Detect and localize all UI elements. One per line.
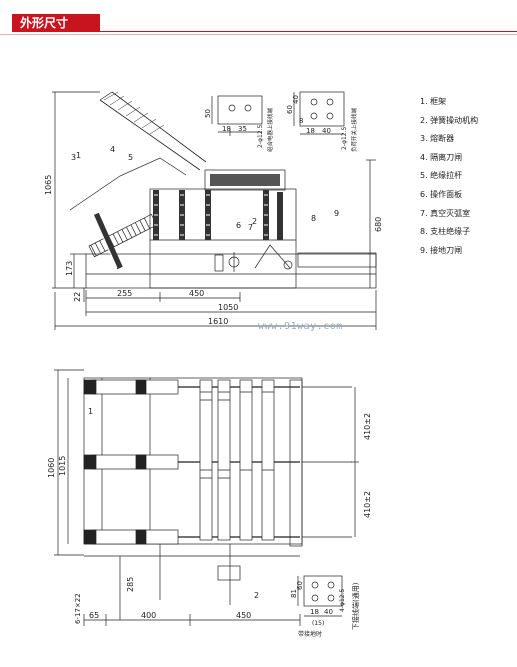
- dim-680: 680: [374, 217, 383, 232]
- dim-450-top: 450: [236, 611, 251, 620]
- spring-mechanism-box: [204, 169, 286, 191]
- top-view: [54, 369, 359, 626]
- term-a-35: 35: [238, 125, 247, 133]
- operation-panel: [149, 188, 297, 289]
- dim-1065: 1065: [44, 175, 53, 195]
- legend-item-insulating-rod: 5. 绝缘拉杆: [420, 171, 463, 181]
- dim-285: 285: [126, 577, 135, 592]
- callout-5: 5: [128, 153, 133, 162]
- top-callout-2: 2: [254, 591, 259, 600]
- callout-7: 7: [248, 223, 253, 232]
- dim-255: 255: [117, 289, 132, 298]
- term-b-note: 负荷开关上接线端: [350, 107, 358, 152]
- callout-4: 4: [110, 145, 115, 154]
- term-b-18: 18: [306, 127, 315, 135]
- base-frame: [85, 253, 377, 289]
- term-c-60: 60: [296, 581, 304, 590]
- dim-450-side: 450: [189, 289, 204, 298]
- term-b-60: 60: [286, 105, 294, 114]
- term-c-40: 40: [324, 608, 333, 616]
- dim-slots: 6-17×22: [74, 593, 82, 624]
- terminal-detail-c: [297, 575, 343, 617]
- term-a-50: 50: [204, 109, 212, 118]
- legend-item-support-insulator: 8. 支柱绝缘子: [420, 227, 471, 237]
- term-b-hole: 2-φ12.5: [341, 127, 348, 150]
- dim-400: 400: [141, 611, 156, 620]
- legend-item-vacuum-interrupter: 7. 真空灭弧室: [420, 208, 471, 218]
- dim-22: 22: [73, 292, 82, 302]
- term-a-note: 组合电器上接线端: [266, 107, 274, 152]
- terminal-detail-b: [293, 91, 345, 135]
- dim-1610: 1610: [208, 317, 228, 326]
- isolating-blade: [99, 91, 207, 171]
- terminal-detail-a: [211, 95, 263, 136]
- term-c-81: 81: [290, 589, 298, 598]
- callout-1: 1: [76, 151, 81, 160]
- term-c-hole: 4-φ12.5: [339, 589, 346, 612]
- term-b-8: 8: [299, 117, 303, 125]
- side-view: [52, 91, 377, 330]
- term-a-18: 18: [222, 125, 231, 133]
- callout-3: 3: [71, 153, 76, 162]
- dim-410-a: 410±2: [363, 413, 372, 440]
- term-b-40: 40: [292, 95, 300, 104]
- top-callout-1: 1: [88, 407, 93, 416]
- callout-6: 6: [236, 221, 241, 230]
- earthing-switch-box: [297, 252, 377, 268]
- legend-item-isolating-switch: 4. 隔离刀闸: [420, 152, 463, 162]
- section-header: 外形尺寸: [0, 0, 517, 35]
- dim-65: 65: [89, 611, 99, 620]
- legend-item-spring-mechanism: 2. 弹簧操动机构: [420, 115, 479, 125]
- legend-item-fuse: 3. 熔断器: [420, 134, 455, 144]
- dim-410-b: 410±2: [363, 491, 372, 518]
- term-c-15: (15): [312, 620, 324, 627]
- term-c-note2: 带接地时: [298, 630, 322, 638]
- interrupter-stacks: [199, 379, 275, 541]
- support-insulators: [153, 190, 283, 240]
- callout-9: 9: [334, 209, 339, 218]
- term-c-note: 下接线端(通用): [351, 582, 360, 630]
- parts-legend: 1. 框架 2. 弹簧操动机构 3. 熔断器 4. 隔离刀闸 5. 绝缘拉杆 6…: [420, 96, 478, 263]
- legend-item-operation-panel: 6. 操作面板: [420, 189, 463, 199]
- term-a-hole: 2-φ12.5: [257, 125, 264, 148]
- dim-1015: 1015: [58, 456, 67, 476]
- header-rule: [100, 31, 517, 32]
- page-title: 外形尺寸: [20, 16, 69, 30]
- insulator-left: [92, 212, 123, 270]
- dim-1060: 1060: [47, 458, 56, 478]
- dim-173: 173: [65, 261, 74, 276]
- dim-1050: 1050: [218, 303, 238, 312]
- legend-item-earthing-switch: 9. 接地刀闸: [420, 245, 463, 255]
- term-b-40b: 40: [322, 127, 331, 135]
- term-c-18: 18: [310, 608, 319, 616]
- callout-2: 2: [252, 217, 257, 226]
- header-tag: [12, 14, 100, 32]
- watermark: www.91way.com: [258, 321, 343, 332]
- callout-8: 8: [311, 214, 316, 223]
- legend-item-frame: 1. 框架: [420, 97, 447, 106]
